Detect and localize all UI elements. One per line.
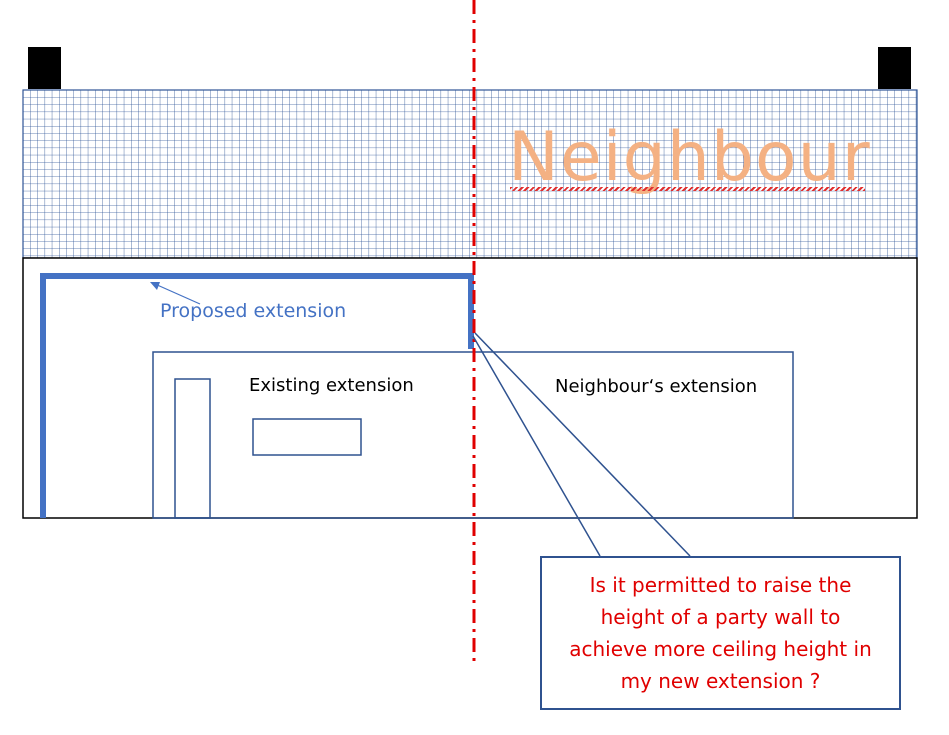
question-text: Is it permitted to raise the height of a…: [569, 573, 872, 693]
spellcheck-underline: [510, 187, 865, 191]
proposed-label-arrow: [154, 283, 201, 305]
proposed-extension-label: Proposed extension: [160, 300, 347, 322]
neighbours-extension-label: Neighbour‘s extension: [555, 376, 758, 397]
door: [174, 378, 211, 519]
neighbour-label: Neighbour: [508, 118, 871, 197]
right-chimney: [878, 47, 911, 89]
window: [252, 418, 362, 456]
arrowhead: [150, 282, 160, 290]
question-callout: Is it permitted to raise the height of a…: [540, 556, 901, 710]
callout-pointer-left: [472, 335, 601, 557]
roof: [22, 89, 918, 259]
left-chimney: [28, 47, 61, 89]
callout-pointer-right: [474, 332, 691, 557]
existing-extension-label: Existing extension: [249, 375, 414, 396]
proposed-extension-wall: [40, 273, 474, 518]
